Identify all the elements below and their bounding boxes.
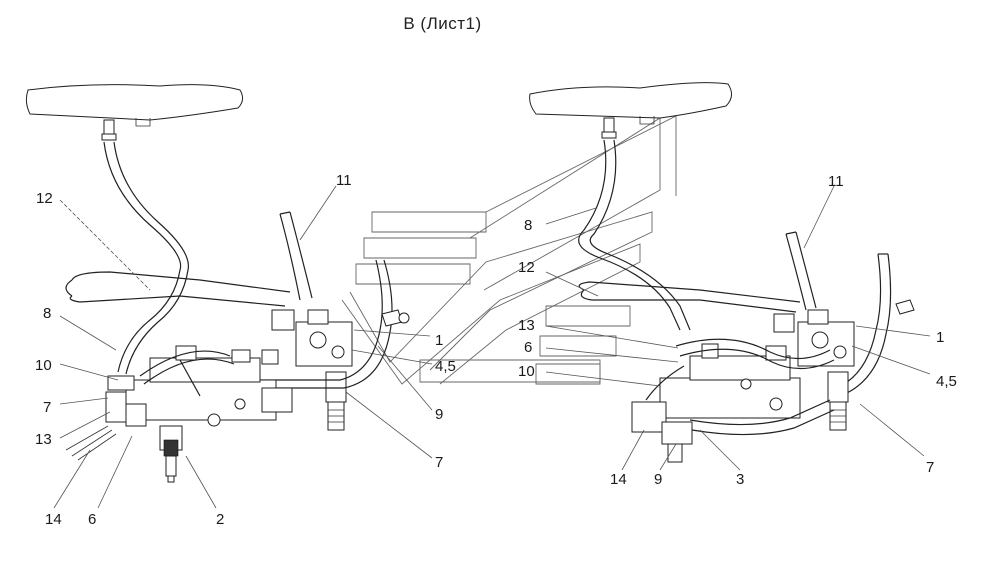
right-seat: [529, 82, 732, 119]
right-callout-6: 6: [524, 339, 532, 356]
right-callout-14: 14: [610, 471, 627, 488]
right-callout-7: 7: [926, 459, 934, 476]
left-callout-10: 10: [35, 357, 52, 374]
left-callout-14: 14: [45, 511, 62, 528]
right-callout-8: 8: [524, 217, 532, 234]
right-callout-10: 10: [518, 363, 535, 380]
right-callout-9: 9: [654, 471, 662, 488]
left-callout-1: 1: [435, 332, 443, 349]
watermark-logo: [341, 115, 677, 385]
left-callout-12: 12: [36, 190, 53, 207]
right-callout-12: 12: [518, 259, 535, 276]
left-callout-9: 9: [435, 406, 443, 423]
right-callout-13: 13: [518, 317, 535, 334]
right-callout-4-5: 4,5: [936, 373, 957, 390]
left-callout-8: 8: [43, 305, 51, 322]
left-callout-2: 2: [216, 511, 224, 528]
right-leaders: [545, 185, 931, 471]
right-callout-11: 11: [828, 173, 844, 190]
left-callout-6: 6: [88, 511, 96, 528]
right-callout-3: 3: [736, 471, 744, 488]
left-leaders: [53, 185, 433, 509]
left-callout-4-5: 4,5: [435, 358, 456, 375]
left-callout-13: 13: [35, 431, 52, 448]
sheet-title: В (Лист1): [403, 14, 482, 33]
left-callout-7a: 7: [43, 399, 51, 416]
right-callout-1: 1: [936, 329, 944, 346]
left-callout-7b: 7: [435, 454, 443, 471]
left-seat: [25, 84, 244, 121]
right-assembly: [529, 82, 915, 463]
left-callout-11: 11: [336, 172, 352, 189]
left-assembly: [25, 84, 410, 483]
